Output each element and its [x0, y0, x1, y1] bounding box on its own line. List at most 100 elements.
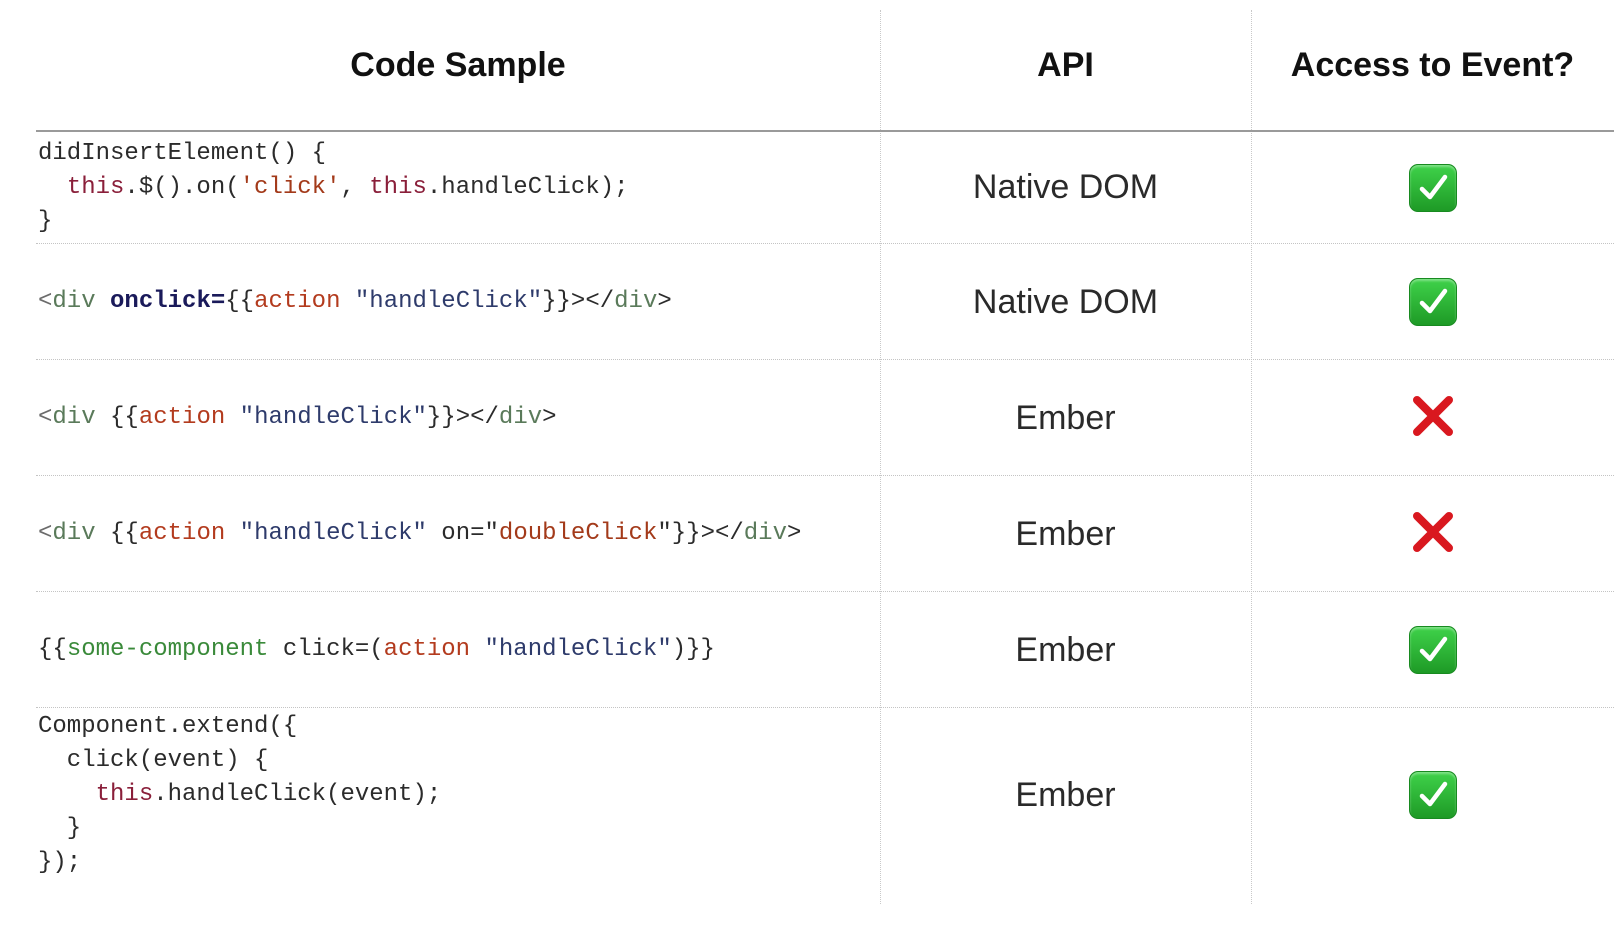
code-string: '	[326, 173, 341, 201]
row-divider	[36, 591, 1614, 592]
code-cell: {{some-component click=(action "handleCl…	[38, 592, 878, 708]
code-helper: action	[383, 636, 471, 663]
row-divider	[36, 243, 1614, 244]
header-code-sample: Code Sample	[350, 45, 566, 84]
code-helper: action	[138, 404, 226, 431]
access-cell	[1251, 476, 1614, 592]
code-text: .$().on(	[124, 173, 240, 201]
column-divider	[1251, 10, 1252, 904]
code-text: click=(	[268, 636, 384, 663]
code-sample: <div {{action "handleClick"}}></div>	[38, 401, 557, 435]
row-divider	[36, 475, 1614, 476]
table-row: {{some-component click=(action "handleCl…	[36, 592, 1614, 708]
table-row: <div onclick={{action "handleClick"}}></…	[36, 244, 1614, 360]
check-icon	[1408, 771, 1457, 819]
code-text	[470, 636, 484, 663]
code-string: '	[239, 173, 255, 201]
code-tag: div	[52, 288, 96, 315]
row-divider	[36, 359, 1614, 360]
code-text: }	[38, 815, 82, 842]
table-row: Component.extend({ click(event) { this.h…	[36, 708, 1614, 882]
code-text: )}}	[671, 636, 715, 663]
check-icon	[1408, 626, 1457, 674]
code-text: >	[542, 404, 557, 431]
code-tag: div	[52, 520, 96, 547]
access-cell	[1251, 592, 1614, 708]
code-sample: Component.extend({ click(event) { this.h…	[38, 710, 441, 880]
code-text: }	[38, 207, 53, 235]
code-keyword: this	[95, 781, 154, 808]
code-text	[225, 520, 239, 547]
code-keyword: this	[66, 173, 125, 201]
code-text: Component.extend({	[38, 713, 298, 740]
code-text	[340, 288, 354, 315]
cross-icon	[1409, 392, 1457, 445]
code-sample: {{some-component click=(action "handleCl…	[38, 633, 715, 667]
column-divider	[880, 10, 881, 904]
code-cell: <div {{action "handleClick"}}></div>	[38, 360, 878, 476]
comparison-table: Code Sample API Access to Event? didInse…	[36, 0, 1614, 934]
api-cell: Ember	[1015, 514, 1116, 553]
code-cell: <div onclick={{action "handleClick"}}></…	[38, 244, 878, 360]
code-cell: <div {{action "handleClick" on="doubleCl…	[38, 476, 878, 592]
header-api: API	[1037, 45, 1094, 84]
code-tag: div	[52, 404, 96, 431]
code-text: <	[38, 288, 53, 315]
table-row: didInsertElement() { this.$().on('click'…	[36, 131, 1614, 244]
header-access-to-event: Access to Event?	[1290, 45, 1575, 84]
api-cell: Ember	[1015, 775, 1116, 814]
code-text: {{	[225, 288, 255, 315]
code-attribute: onclick=	[110, 288, 226, 315]
code-string: "handleClick"	[484, 636, 672, 663]
code-text: .handleClick(event);	[153, 781, 442, 808]
code-text: <	[38, 520, 53, 547]
code-sample: <div onclick={{action "handleClick"}}></…	[38, 285, 672, 319]
code-helper: action	[254, 288, 341, 315]
code-helper: action	[138, 520, 226, 547]
code-text: }}></	[542, 288, 615, 315]
check-icon	[1408, 278, 1457, 326]
access-cell	[1251, 708, 1614, 882]
code-text	[38, 781, 96, 808]
access-cell	[1251, 131, 1614, 244]
check-icon	[1408, 163, 1457, 212]
api-cell: Ember	[1015, 630, 1116, 669]
code-text: didInsertElement() {	[38, 139, 327, 167]
code-text: }}></	[426, 404, 499, 431]
code-sample: didInsertElement() { this.$().on('click'…	[38, 137, 629, 239]
code-keyword: this	[369, 173, 427, 201]
table-row: <div {{action "handleClick"}}></div> Emb…	[36, 360, 1614, 476]
code-tag: div	[614, 288, 658, 315]
header-rule	[36, 130, 1614, 132]
code-string: doubleClick	[498, 520, 658, 547]
code-text: >	[657, 288, 672, 315]
code-cell: didInsertElement() { this.$().on('click'…	[38, 131, 878, 244]
api-cell: Ember	[1015, 398, 1116, 437]
code-string: "handleClick"	[239, 520, 427, 547]
api-cell: Native DOM	[972, 282, 1159, 321]
code-component: some-component	[66, 636, 269, 663]
access-cell	[1251, 360, 1614, 476]
code-text	[38, 174, 67, 201]
table-row: <div {{action "handleClick" on="doubleCl…	[36, 476, 1614, 592]
code-tag: div	[743, 520, 787, 547]
access-cell	[1251, 244, 1614, 360]
code-text: });	[38, 849, 82, 876]
code-string: click	[254, 173, 327, 201]
api-cell: Native DOM	[972, 168, 1159, 206]
code-text	[225, 404, 239, 431]
code-text: ,	[340, 173, 370, 201]
cross-icon	[1409, 508, 1457, 561]
row-divider	[36, 707, 1614, 708]
code-string: "handleClick"	[239, 404, 427, 431]
code-text: click(event) {	[38, 747, 269, 774]
code-text: .handleClick);	[426, 173, 629, 201]
code-text: {{	[38, 636, 67, 663]
code-text: {{	[95, 404, 139, 431]
code-text: <	[38, 404, 53, 431]
code-text: {{	[95, 520, 139, 547]
code-text: "}}></	[657, 520, 744, 547]
code-text: on="	[426, 520, 499, 547]
code-text	[96, 288, 110, 315]
code-sample: <div {{action "handleClick" on="doubleCl…	[38, 517, 801, 551]
